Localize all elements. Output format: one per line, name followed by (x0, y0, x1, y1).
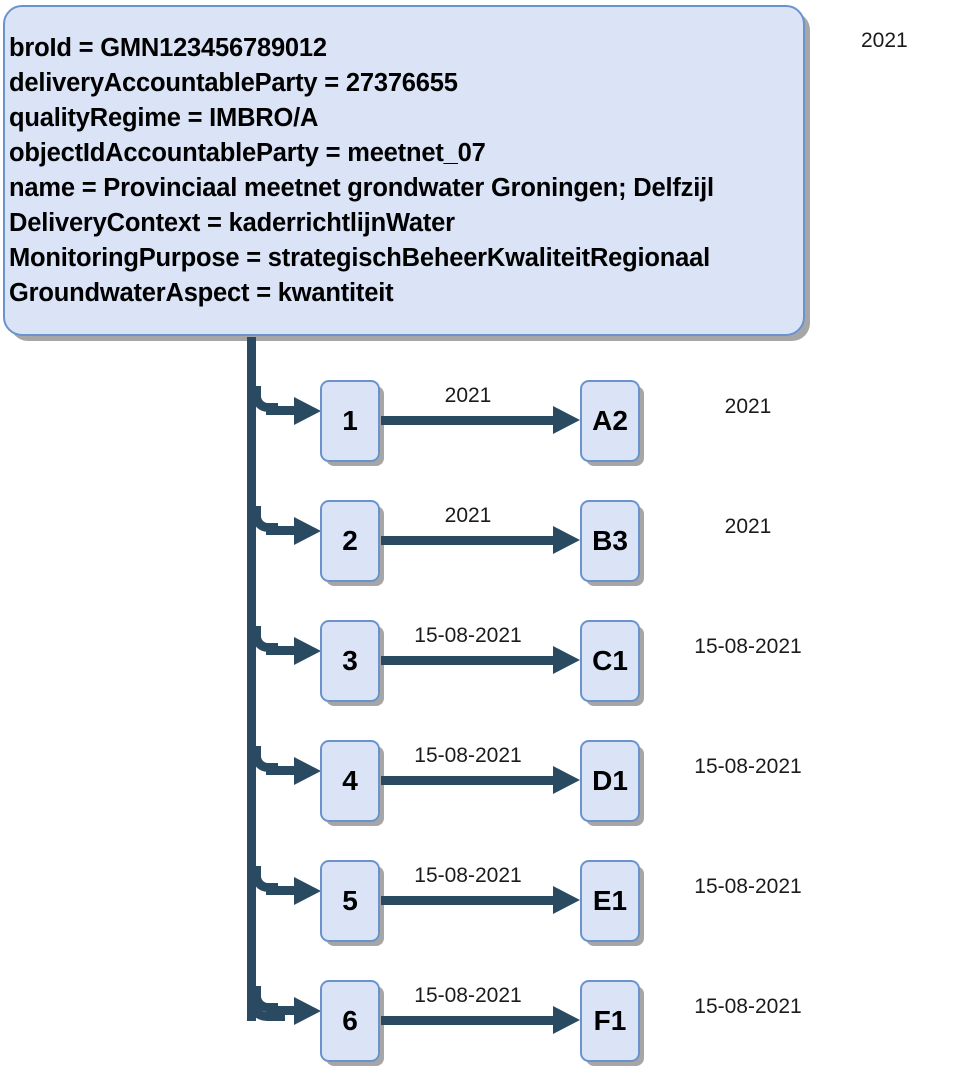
gmn-attribute-line: broId = GMN123456789012 (9, 34, 327, 62)
link-date-label: 2021 (444, 504, 492, 527)
branch-arrow-head (294, 877, 321, 905)
tube-node[interactable]: 6 (320, 980, 380, 1062)
gmn-attribute-line: qualityRegime = IMBRO/A (9, 104, 319, 132)
gmn-attribute-line: name = Provinciaal meetnet grondwater Gr… (9, 174, 714, 202)
row-year-label: 15-08-2021 (694, 995, 802, 1018)
tube-node[interactable]: 5 (320, 860, 380, 942)
tube-node[interactable]: 4 (320, 740, 380, 822)
well-node[interactable]: C1 (580, 620, 640, 702)
link-date-label: 15-08-2021 (414, 744, 522, 767)
tube-node-label: 1 (342, 405, 358, 436)
branch-arrow-head (294, 397, 321, 425)
link-date-label: 15-08-2021 (414, 984, 522, 1007)
gmn-attribute-line: GroundwaterAspect = kwantiteit (9, 279, 394, 307)
branch-arrow-head (294, 757, 321, 785)
well-node-label: A2 (592, 405, 628, 436)
gmn-attribute-list: broId = GMN123456789012 deliveryAccountab… (9, 31, 805, 311)
well-node-label: B3 (592, 525, 628, 556)
tube-node-label: 5 (342, 885, 358, 916)
branch-elbow (252, 626, 278, 652)
link-date-label: 15-08-2021 (414, 864, 522, 887)
branch-arrow-shaft (266, 526, 296, 535)
tube-node-label: 2 (342, 525, 358, 556)
branch-arrow-shaft (266, 406, 296, 415)
well-node-label: D1 (592, 765, 628, 796)
branch-arrow-shaft (266, 646, 296, 655)
link-arrow-head (553, 766, 580, 794)
gmn-attribute-box: broId = GMN123456789012 deliveryAccountab… (3, 5, 805, 336)
row-year-label: 2021 (724, 395, 772, 418)
tube-node-label: 4 (342, 765, 358, 796)
branch-arrow-head (294, 517, 321, 545)
link-arrow-shaft (381, 896, 555, 905)
link-arrow-shaft (381, 536, 555, 545)
tube-node[interactable]: 2 (320, 500, 380, 582)
link-arrow-shaft (381, 416, 555, 425)
branch-arrow-shaft (266, 886, 296, 895)
branch-arrow-shaft (266, 1006, 296, 1015)
gmn-measurement-network-diagram: broId = GMN123456789012 deliveryAccountab… (0, 5, 960, 1062)
well-node[interactable]: D1 (580, 740, 640, 822)
branch-elbow (252, 386, 278, 412)
tube-node-label: 6 (342, 1005, 358, 1036)
well-node-label: E1 (592, 885, 628, 916)
well-node-label: C1 (592, 645, 628, 676)
tube-node[interactable]: 3 (320, 620, 380, 702)
gmn-attribute-line: MonitoringPurpose = strategischBeheerKwa… (9, 244, 711, 272)
tube-node-label: 3 (342, 645, 358, 676)
header-year-label: 2021 (861, 29, 908, 52)
branch-arrow-head (294, 997, 321, 1025)
link-arrow-head (553, 646, 580, 674)
branch-elbow (252, 866, 278, 892)
well-node[interactable]: B3 (580, 500, 640, 582)
tube-node[interactable]: 1 (320, 380, 380, 462)
link-date-label: 2021 (444, 384, 492, 407)
branch-arrow-shaft (266, 766, 296, 775)
link-arrow-head (553, 1006, 580, 1034)
gmn-attribute-line: DeliveryContext = kaderrichtlijnWater (9, 209, 455, 237)
well-node[interactable]: E1 (580, 860, 640, 942)
link-arrow-head (553, 406, 580, 434)
link-arrow-shaft (381, 776, 555, 785)
branch-elbow (252, 746, 278, 772)
branch-elbow (252, 506, 278, 532)
spine-vertical-connector (247, 337, 256, 1021)
link-arrow-head (553, 886, 580, 914)
link-arrow-shaft (381, 656, 555, 665)
branch-elbow (252, 986, 278, 1012)
link-date-label: 15-08-2021 (414, 624, 522, 647)
link-arrow-head (553, 526, 580, 554)
well-node-label: F1 (593, 1005, 627, 1036)
row-year-label: 15-08-2021 (694, 755, 802, 778)
row-year-label: 15-08-2021 (694, 875, 802, 898)
gmn-attribute-line: deliveryAccountableParty = 27376655 (9, 69, 458, 97)
row-year-label: 2021 (724, 515, 772, 538)
gmn-attribute-line: objectIdAccountableParty = meetnet_07 (9, 139, 486, 167)
row-year-label: 15-08-2021 (694, 635, 802, 658)
spine-bottom-elbow (247, 985, 285, 1021)
well-node[interactable]: F1 (580, 980, 640, 1062)
branch-arrow-head (294, 637, 321, 665)
link-arrow-shaft (381, 1016, 555, 1025)
well-node[interactable]: A2 (580, 380, 640, 462)
